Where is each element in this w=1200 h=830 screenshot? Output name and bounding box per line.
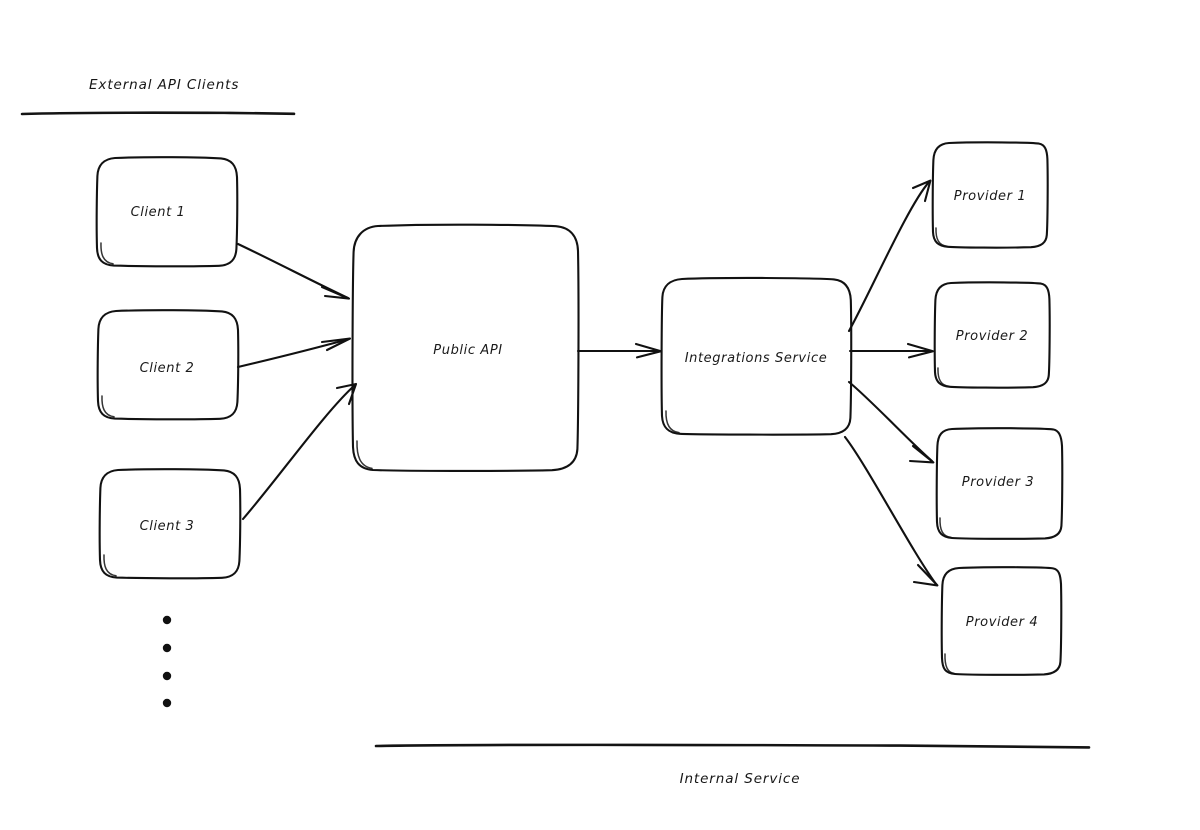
node-provider-2[interactable]: Provider 2 xyxy=(933,281,1051,389)
edge-public-api-to-integrations-service xyxy=(576,342,663,359)
edge-client-1-to-public-api xyxy=(236,242,351,300)
ellipsis-dot xyxy=(162,643,172,653)
node-client-2[interactable]: Client 2 xyxy=(96,309,240,421)
node-provider-1-label: Provider 1 xyxy=(954,189,1026,204)
node-provider-4[interactable]: Provider 4 xyxy=(940,566,1063,676)
node-client-3[interactable]: Client 3 xyxy=(98,468,242,580)
internal-service-zone-label: Internal Service xyxy=(680,771,801,787)
edge-integrations-service-to-provider-3 xyxy=(847,380,935,464)
edge-client-3-to-public-api xyxy=(241,382,358,521)
node-provider-2-label: Provider 2 xyxy=(956,329,1028,344)
external-clients-zone-label: External API Clients xyxy=(89,77,239,93)
internal-zone-divider xyxy=(374,743,1091,749)
edge-client-2-to-public-api xyxy=(236,337,352,369)
ellipsis-dot xyxy=(162,671,172,681)
node-provider-3[interactable]: Provider 3 xyxy=(935,427,1064,540)
node-provider-1[interactable]: Provider 1 xyxy=(931,141,1049,249)
node-provider-3-label: Provider 3 xyxy=(962,475,1034,490)
node-integrations-service-label: Integrations Service xyxy=(685,351,828,366)
node-client-1[interactable]: Client 1 xyxy=(95,156,239,268)
node-client-1-label: Client 1 xyxy=(131,205,186,220)
node-client-3-label: Client 3 xyxy=(140,519,195,534)
ellipsis-dot xyxy=(162,615,172,625)
more-clients-ellipsis xyxy=(162,615,172,708)
edge-integrations-service-to-provider-2 xyxy=(848,342,935,359)
ellipsis-dot xyxy=(162,698,172,708)
node-provider-4-label: Provider 4 xyxy=(966,615,1038,630)
edge-integrations-service-to-provider-4 xyxy=(843,435,939,587)
node-client-2-label: Client 2 xyxy=(140,361,195,376)
node-public-api[interactable]: Public API xyxy=(351,223,580,472)
edge-integrations-service-to-provider-1 xyxy=(847,179,932,333)
external-zone-divider xyxy=(20,111,296,116)
node-public-api-label: Public API xyxy=(433,343,502,358)
node-integrations-service[interactable]: Integrations Service xyxy=(660,276,853,436)
